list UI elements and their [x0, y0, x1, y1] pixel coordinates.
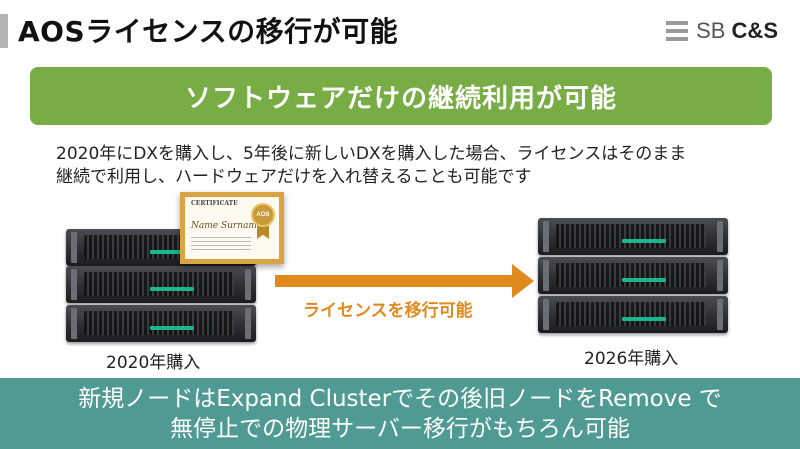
logo-sb: SB	[696, 18, 726, 43]
server-2026-top	[538, 218, 728, 255]
page-title: AOSライセンスの移行が可能	[18, 15, 399, 48]
server-2020-bottom	[66, 305, 256, 342]
footer-line-1: 新規ノードはExpand Clusterでその後旧ノードをRemove で	[78, 385, 722, 412]
certificate-seal-icon: AOS	[251, 203, 275, 227]
description-line-1: 2020年にDXを購入し、5年後に新しいDXを購入した場合、ライセンスはそのまま	[56, 144, 687, 164]
logo-mark-icon	[666, 21, 689, 41]
logo-text: SB C&S	[696, 18, 778, 44]
migration-arrow-head-icon	[512, 264, 534, 298]
headline-banner: ソフトウェアだけの継続利用が可能	[30, 67, 772, 125]
sbcs-logo: SB C&S	[666, 18, 778, 44]
certificate-ribbon-icon	[257, 225, 269, 239]
description-text: 2020年にDXを購入し、5年後に新しいDXを購入した場合、ライセンスはそのまま…	[56, 143, 756, 189]
license-certificate-icon: CERTIFICATE Name Surname AOS	[180, 192, 284, 264]
description-line-2: 継続で利用し、ハードウェアだけを入れ替えることも可能です	[56, 167, 532, 187]
certificate-title: CERTIFICATE	[191, 200, 238, 207]
caption-2020: 2020年購入	[106, 353, 201, 373]
certificate-name: Name Surname	[191, 221, 263, 231]
title-accent-bar	[0, 14, 8, 48]
footer-banner: 新規ノードはExpand Clusterでその後旧ノードをRemove で 無停…	[0, 378, 800, 449]
server-2026-bottom	[538, 296, 728, 333]
banner-text: ソフトウェアだけの継続利用が可能	[184, 83, 617, 114]
certificate-text-lines	[191, 237, 251, 251]
footer-line-2: 無停止での物理サーバー移行がもちろん可能	[170, 415, 630, 442]
certificate-seal-text: AOS	[256, 212, 270, 218]
logo-cs: C&S	[731, 18, 778, 43]
migration-arrow-shaft	[275, 275, 515, 287]
migration-label: ライセンスを移行可能	[303, 301, 473, 321]
server-2026-middle	[538, 257, 728, 294]
caption-2026: 2026年購入	[584, 349, 679, 369]
server-2020-middle	[66, 266, 256, 303]
